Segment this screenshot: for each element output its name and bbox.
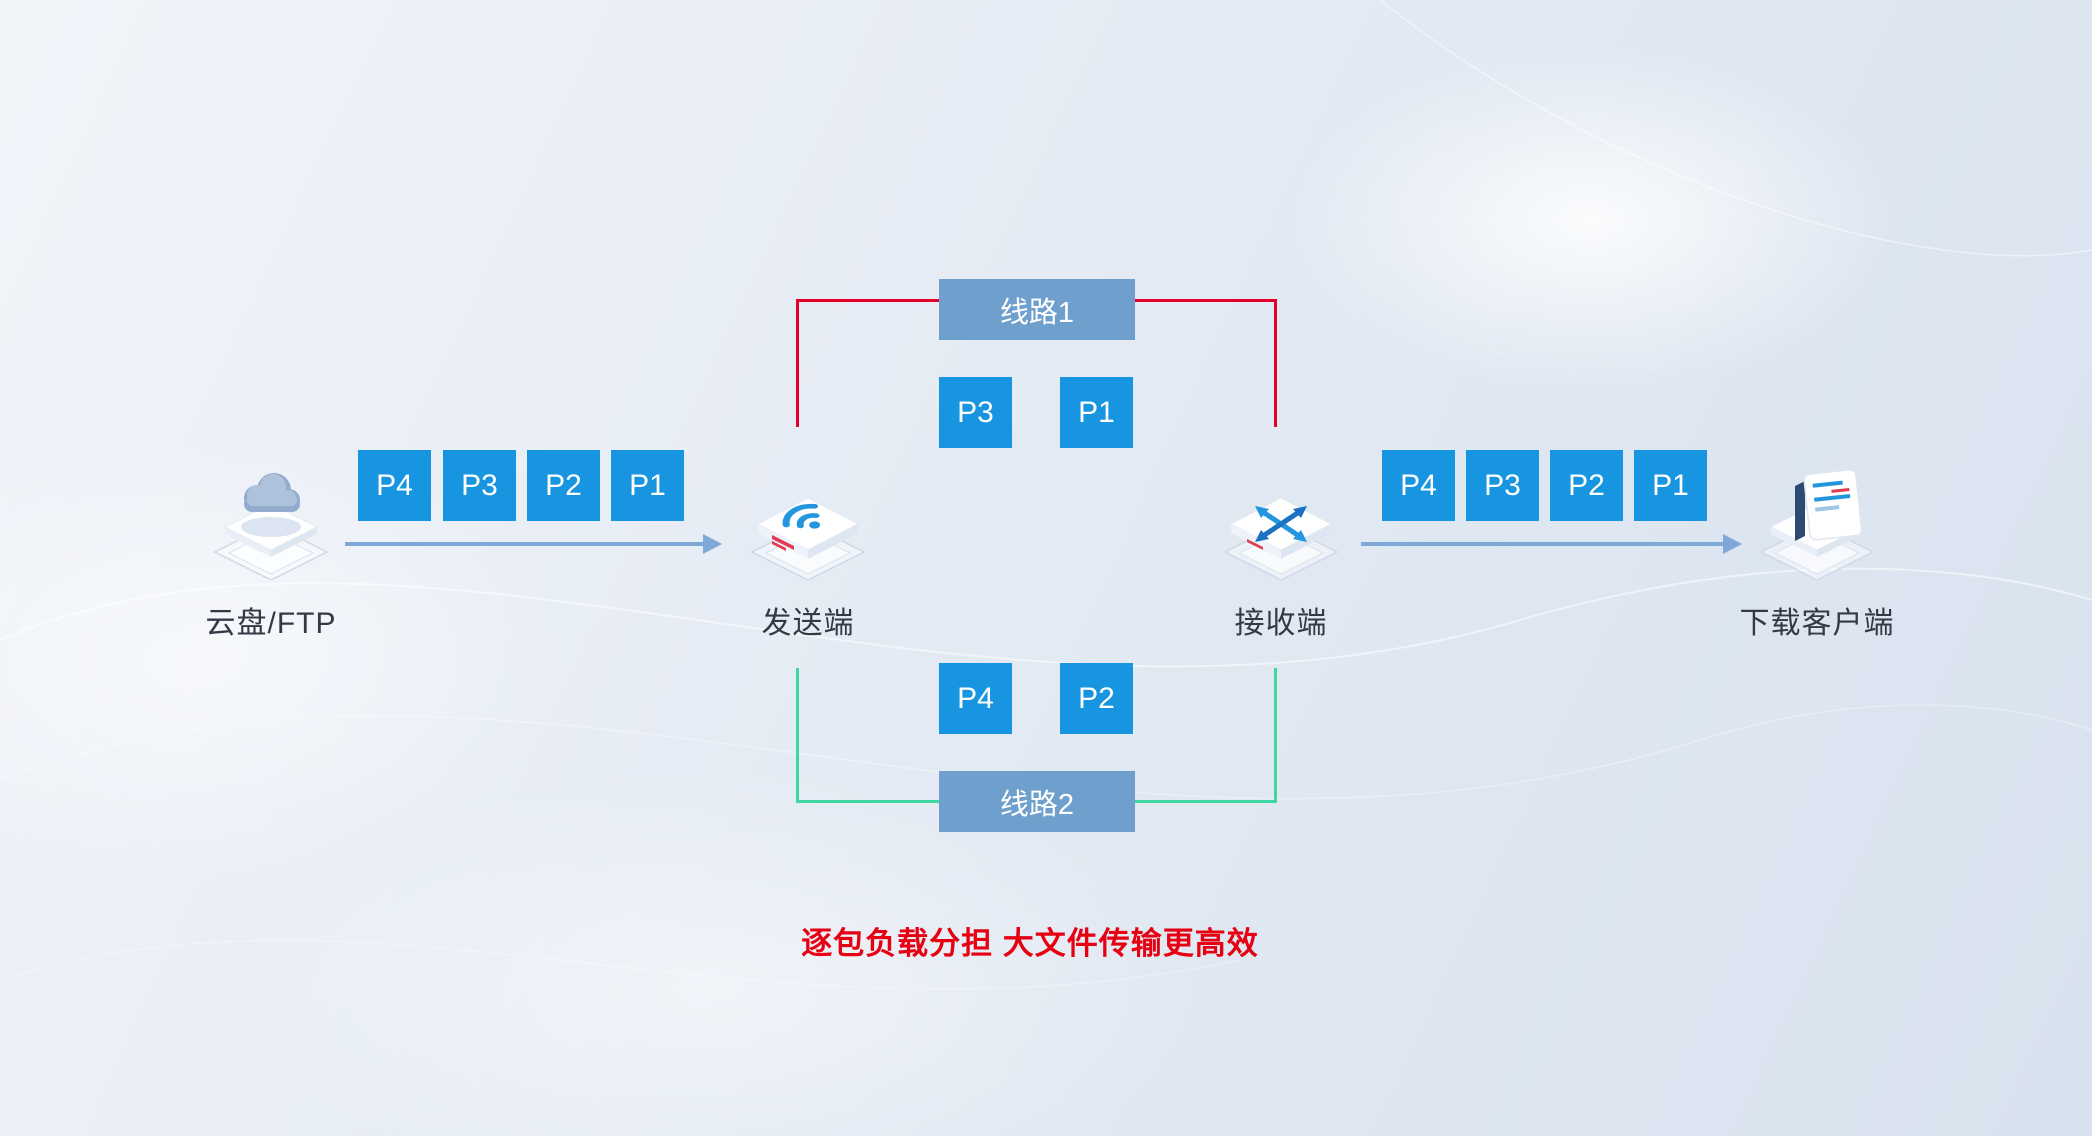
route-line1-left-segment — [796, 299, 799, 427]
packet-input-p4: P4 — [358, 450, 431, 521]
download-client-icon — [1759, 469, 1875, 581]
route-label-line2: 线路2 — [939, 771, 1135, 832]
packet-input-p1: P1 — [611, 450, 684, 521]
route-line2-left-segment — [796, 668, 799, 803]
packet-line1-p1: P1 — [1060, 377, 1133, 448]
packet-output-p2: P2 — [1550, 450, 1623, 521]
cloud-storage-icon — [213, 473, 329, 581]
packet-input-p2: P2 — [527, 450, 600, 521]
route-line2-right-segment — [1274, 668, 1277, 803]
packet-output-p1: P1 — [1634, 450, 1707, 521]
packet-output-p3: P3 — [1466, 450, 1539, 521]
packet-output-p4: P4 — [1382, 450, 1455, 521]
sender-device-icon — [750, 497, 866, 581]
route-line1-right-segment — [1274, 299, 1277, 427]
packet-line2-p4: P4 — [939, 663, 1012, 734]
node-label-cloud: 云盘/FTP — [205, 607, 337, 640]
node-client — [1747, 440, 1887, 581]
packet-input-p3: P3 — [443, 450, 516, 521]
flow-arrow-receiver-to-client — [1361, 534, 1742, 554]
receiver-device-icon — [1223, 497, 1339, 581]
background-glow — [1280, 40, 1900, 400]
node-receiver — [1211, 440, 1351, 581]
flow-arrow-cloud-to-sender — [345, 534, 722, 554]
node-label-sender: 发送端 — [761, 607, 855, 640]
node-cloud — [201, 440, 341, 581]
packet-line2-p2: P2 — [1060, 663, 1133, 734]
caption-text: 逐包负载分担 大文件传输更高效 — [801, 926, 1259, 961]
packet-line1-p3: P3 — [939, 377, 1012, 448]
node-label-client: 下载客户端 — [1739, 607, 1895, 640]
node-sender — [738, 440, 878, 581]
route-label-line1: 线路1 — [939, 279, 1135, 340]
node-label-receiver: 接收端 — [1234, 607, 1328, 640]
